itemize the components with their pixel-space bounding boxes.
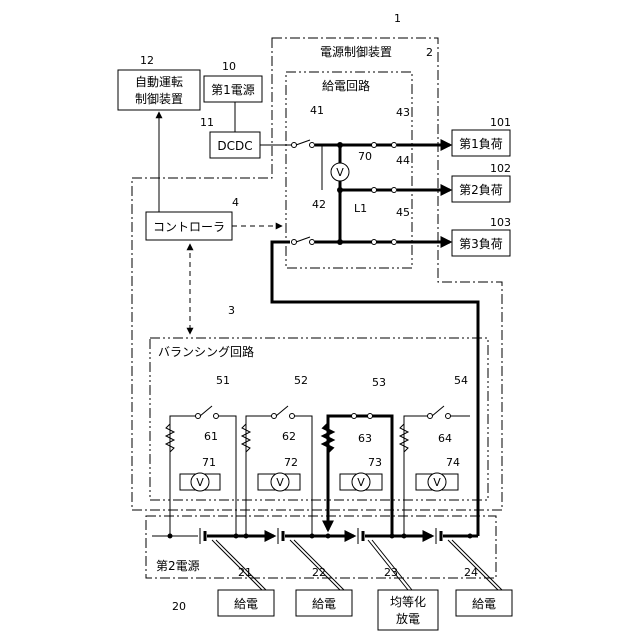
svg-text:放電: 放電 <box>396 611 420 626</box>
svg-text:給電: 給電 <box>234 597 258 611</box>
auto-drive-control-device-box: 自動運転 制御装置 <box>118 70 200 110</box>
balancing-circuit-title: バランシング回路 <box>158 344 254 359</box>
svg-text:V: V <box>276 476 284 489</box>
svg-text:101: 101 <box>490 116 511 129</box>
feed-label-box-1: 給電 <box>218 590 274 616</box>
svg-text:71: 71 <box>202 456 216 469</box>
svg-text:45: 45 <box>396 206 410 219</box>
voltmeter-70: V <box>322 145 349 190</box>
svg-text:54: 54 <box>454 374 468 387</box>
cell-leaders <box>212 540 502 590</box>
svg-text:52: 52 <box>294 374 308 387</box>
svg-text:61: 61 <box>204 430 218 443</box>
svg-text:62: 62 <box>282 430 296 443</box>
load3-box: 第3負荷 <box>452 230 510 256</box>
svg-text:63: 63 <box>358 432 372 445</box>
svg-text:給電: 給電 <box>472 597 496 611</box>
svg-text:第1電源: 第1電源 <box>211 83 255 97</box>
svg-text:12: 12 <box>140 54 154 67</box>
svg-text:V: V <box>357 476 365 489</box>
svg-text:42: 42 <box>312 198 326 211</box>
svg-text:11: 11 <box>200 116 214 129</box>
svg-text:64: 64 <box>438 432 452 445</box>
svg-text:4: 4 <box>232 196 239 209</box>
svg-text:24: 24 <box>464 566 478 579</box>
svg-text:3: 3 <box>228 304 235 317</box>
second-power-title: 第2電源 <box>156 559 200 573</box>
power-control-device-title: 電源制御装置 <box>320 44 392 59</box>
svg-text:74: 74 <box>446 456 460 469</box>
feed-line-top <box>260 140 450 148</box>
svg-text:53: 53 <box>372 376 386 389</box>
svg-text:V: V <box>433 476 441 489</box>
dcdc-box: DCDC <box>210 132 260 158</box>
svg-text:第2負荷: 第2負荷 <box>459 183 503 197</box>
svg-text:21: 21 <box>238 566 252 579</box>
svg-text:103: 103 <box>490 216 511 229</box>
svg-text:給電: 給電 <box>312 597 336 611</box>
feed-line-bottom <box>292 237 451 245</box>
controller-box: コントローラ <box>146 212 232 240</box>
svg-text:V: V <box>196 476 204 489</box>
svg-text:制御装置: 制御装置 <box>135 91 183 106</box>
svg-text:22: 22 <box>312 566 326 579</box>
svg-text:72: 72 <box>284 456 298 469</box>
feed-line-load2 <box>340 188 450 193</box>
load1-box: 第1負荷 <box>452 130 510 156</box>
svg-text:第3負荷: 第3負荷 <box>459 237 503 251</box>
svg-text:V: V <box>336 166 344 179</box>
svg-text:44: 44 <box>396 154 410 167</box>
svg-text:均等化: 均等化 <box>390 595 426 609</box>
svg-text:70: 70 <box>358 150 372 163</box>
load2-box: 第2負荷 <box>452 176 510 202</box>
svg-text:L1: L1 <box>354 202 367 215</box>
svg-text:51: 51 <box>216 374 230 387</box>
svg-text:20: 20 <box>172 600 186 613</box>
svg-text:10: 10 <box>222 60 236 73</box>
svg-text:2: 2 <box>426 46 433 59</box>
feed-label-box-4: 給電 <box>456 590 512 616</box>
svg-text:コントローラ: コントローラ <box>153 220 225 234</box>
svg-text:41: 41 <box>310 104 324 117</box>
first-power-box: 第1電源 <box>204 76 262 102</box>
svg-text:23: 23 <box>384 566 398 579</box>
feed-label-box-2: 給電 <box>296 590 352 616</box>
power-supply-circuit-title: 給電回路 <box>322 78 370 93</box>
svg-text:102: 102 <box>490 162 511 175</box>
svg-text:1: 1 <box>394 12 401 25</box>
svg-text:第1負荷: 第1負荷 <box>459 137 503 151</box>
svg-text:43: 43 <box>396 106 410 119</box>
second-power-feed-line <box>272 242 478 536</box>
svg-text:DCDC: DCDC <box>217 139 252 153</box>
equalize-discharge-label-box: 均等化 放電 <box>378 590 438 630</box>
svg-text:自動運転: 自動運転 <box>135 75 183 89</box>
svg-text:73: 73 <box>368 456 382 469</box>
battery-string <box>152 528 478 544</box>
